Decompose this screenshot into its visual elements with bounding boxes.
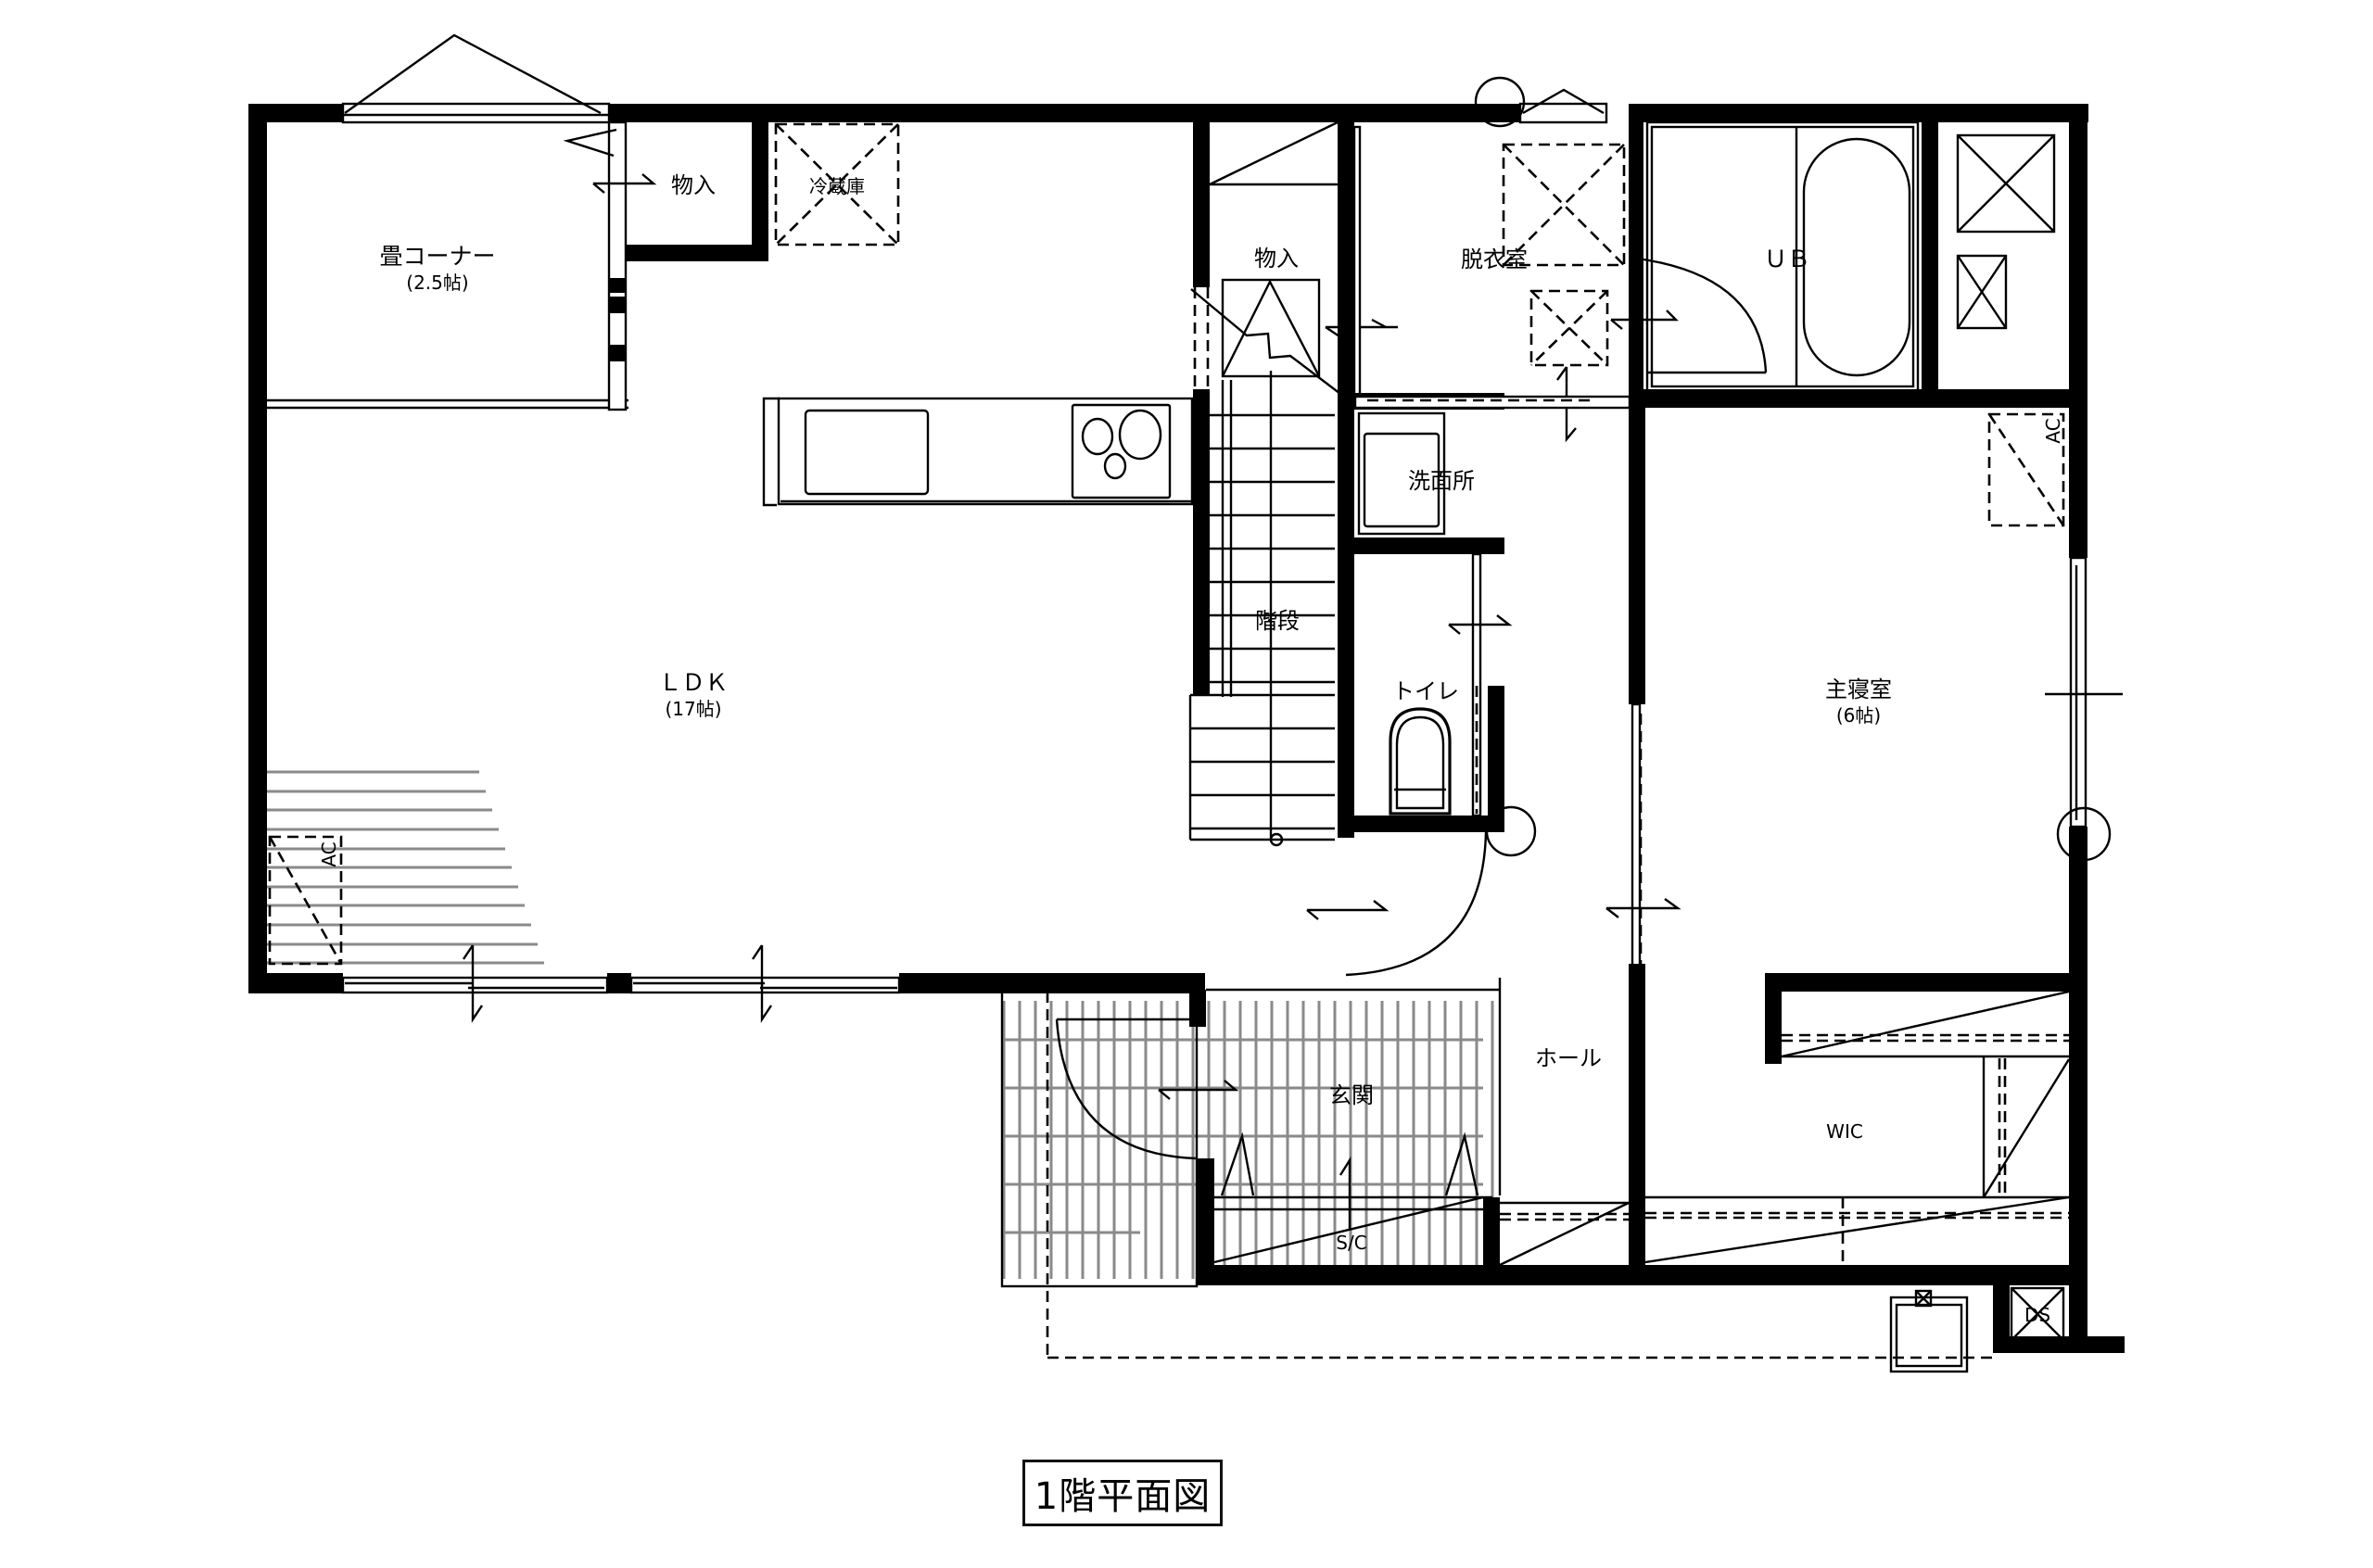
- hall-label: ホール: [1535, 1045, 1602, 1071]
- ds-area: [1889, 1285, 2065, 1373]
- ldk-label: ＬＤＫ: [658, 669, 728, 696]
- ldk-floor-hatch: [266, 770, 544, 965]
- ldk-ac-label: AC: [318, 841, 340, 866]
- bedroom-ac-label: AC: [2042, 418, 2064, 443]
- ds-label: DS: [2024, 1304, 2050, 1326]
- tatami-area-label: (2.5帖): [406, 272, 468, 294]
- kitchen-counter: [762, 397, 1194, 507]
- master-bedroom-label: 主寝室: [1825, 677, 1892, 702]
- exterior-walls: [248, 104, 2125, 1353]
- tatami-storage: [626, 122, 768, 261]
- fridge-space: [774, 122, 900, 247]
- tatami-label: 畳コーナー: [379, 243, 495, 270]
- unit-bath: [1629, 120, 2087, 421]
- tatami-corner: [267, 120, 657, 411]
- master-bedroom-area-label: (6帖): [1836, 704, 1881, 727]
- entrance-floor-hatch: [1002, 1001, 1494, 1279]
- utility-boxes: [1956, 122, 2087, 389]
- drawing-title: 1階平面図: [1022, 1460, 1223, 1526]
- stairs-label: 階段: [1255, 608, 1300, 634]
- washroom-label: 洗面所: [1408, 468, 1475, 494]
- hall-entrance: [1000, 831, 1993, 1359]
- entrance-label: 玄関: [1329, 1082, 1374, 1108]
- stairs-area: [1188, 120, 1398, 847]
- room-labels: 畳コーナー (2.5帖) 物入 冷蔵庫 物入 脱衣室 ＵＢ 洗面所 ＬＤＫ (1…: [318, 172, 2064, 1326]
- ldk-area-label: (17帖): [665, 698, 721, 720]
- tatami-storage-label: 物入: [671, 172, 716, 198]
- washroom: [1338, 393, 1504, 838]
- dressing-label: 脱衣室: [1461, 247, 1528, 272]
- ldk-ac: [268, 835, 343, 966]
- toilet-label: トイレ: [1392, 678, 1459, 704]
- stairs-storage-label: 物入: [1254, 246, 1299, 272]
- fridge-label: 冷蔵庫: [809, 175, 865, 197]
- windows: [341, 33, 2123, 1023]
- shoe-closet-label: S/C: [1336, 1232, 1366, 1254]
- master-bedroom: [1605, 408, 2065, 1285]
- toilet-room: [1338, 552, 1537, 857]
- wic: [1644, 973, 2071, 1264]
- wic-label: WIC: [1826, 1120, 1863, 1143]
- bath-label: ＵＢ: [1764, 246, 1810, 272]
